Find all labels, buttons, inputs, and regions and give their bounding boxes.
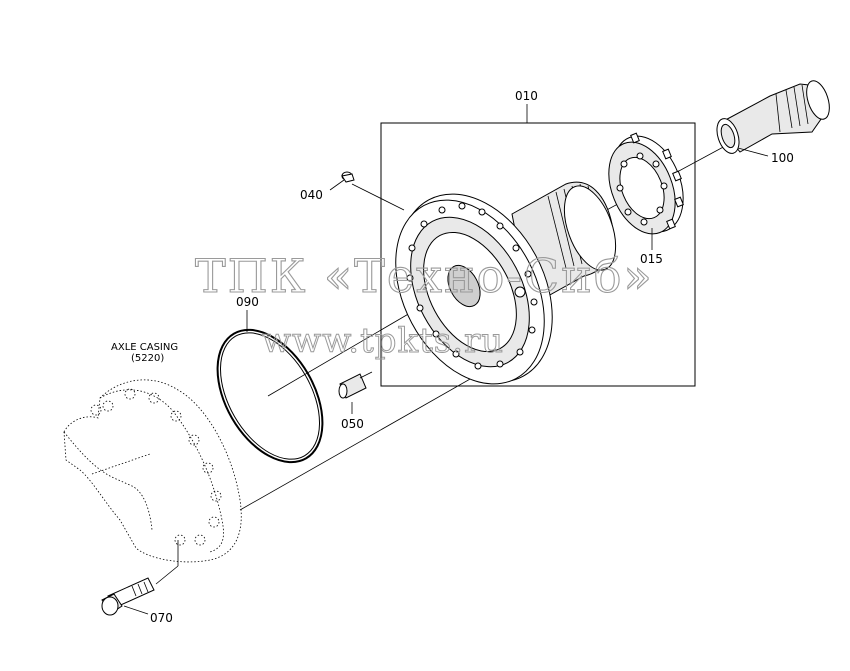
leader-040-to-hub xyxy=(351,183,405,211)
label-axle-casing: AXLE CASING xyxy=(111,342,178,353)
label-090: 090 xyxy=(236,295,259,309)
bolt-070 xyxy=(101,540,179,616)
label-100: 100 xyxy=(771,151,794,165)
o-ring-090 xyxy=(216,328,324,464)
leader-100 xyxy=(737,147,769,157)
label-040: 040 xyxy=(300,188,323,202)
spline-shaft-100 xyxy=(716,80,830,154)
label-010: 010 xyxy=(515,89,538,103)
label-axle-casing-ref: (5220) xyxy=(131,353,164,364)
label-015: 015 xyxy=(640,252,663,266)
label-050: 050 xyxy=(341,417,364,431)
leader-070 xyxy=(123,605,149,615)
leader-040 xyxy=(329,179,345,191)
casing-bolt-holes xyxy=(90,388,222,546)
watermark-website: www.tpkts.ru xyxy=(262,321,504,361)
axle-casing-drawing xyxy=(63,379,242,563)
axis-line-lower xyxy=(239,361,501,511)
label-070: 070 xyxy=(150,611,173,625)
stud-050 xyxy=(338,371,373,399)
assembly-010-frame xyxy=(380,122,696,387)
watermark-company: ТПК «Техно-Сиб» xyxy=(195,249,654,303)
hub-flange-010 xyxy=(395,181,617,385)
ring-gear-holes xyxy=(616,152,668,226)
plug-040 xyxy=(341,171,355,183)
ring-gear-015 xyxy=(608,132,684,235)
flange-bolt-holes xyxy=(406,202,538,370)
